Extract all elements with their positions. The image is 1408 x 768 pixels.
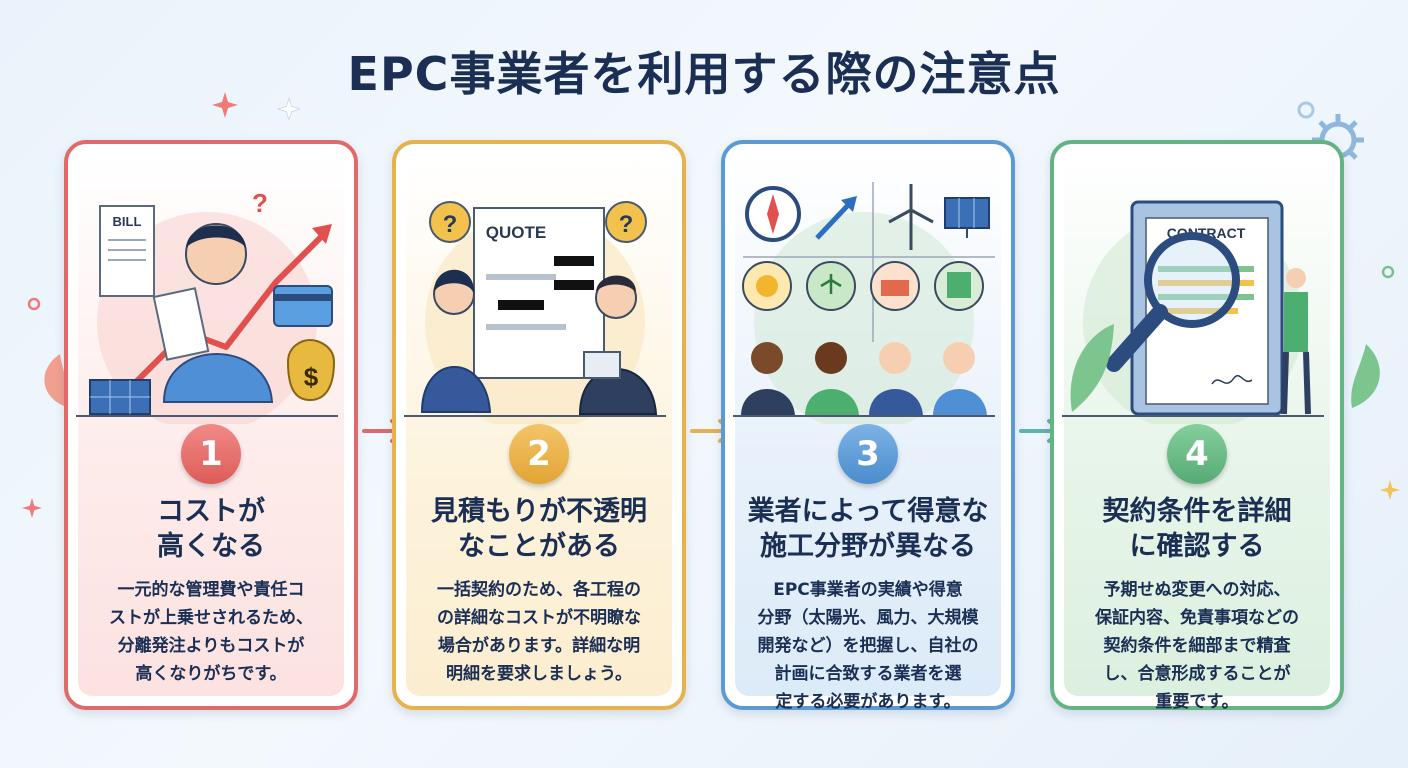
step-badge: 4 xyxy=(1167,424,1227,484)
sparkle-icon xyxy=(1380,480,1400,500)
sparkle-icon xyxy=(278,98,300,120)
card-heading: 見積もりが不透明 なことがある xyxy=(431,496,647,562)
step-badge: 2 xyxy=(509,424,569,484)
circle-icon xyxy=(1381,265,1395,279)
contract-illustration: CONTRACT xyxy=(1062,200,1324,424)
card-2: QUOTE ? ? 2 見積もりが不透明 なことがある 一括契約のため、各工程の… xyxy=(392,140,686,710)
leaf-icon xyxy=(1351,344,1380,408)
page-title: EPC事業者を利用する際の注意点 xyxy=(347,47,1061,101)
card-4: CONTRACT 4 契約条件を詳細 に確認する 予期せぬ変更への対応、 保証内… xyxy=(1050,140,1344,712)
quote-label: QUOTE xyxy=(486,223,546,242)
card-heading: コストが 高くなる xyxy=(157,496,265,562)
card-body: 予期せぬ変更への対応、 保証内容、免責事項などの 契約条件を細部まで精査 し、合… xyxy=(1095,580,1299,712)
circle-icon xyxy=(27,297,41,311)
specialty-illustration xyxy=(733,182,995,424)
step-badge: 3 xyxy=(838,424,898,484)
step-badge: 1 xyxy=(181,424,241,484)
card-3: 3 業者によって得意な 施工分野が異なる EPC事業者の実績や得意 分野（太陽光… xyxy=(721,140,1015,712)
bill-label: BILL xyxy=(113,214,142,229)
card-heading: 業者によって得意な 施工分野が異なる xyxy=(747,496,989,562)
sparkle-icon xyxy=(212,92,238,118)
question-mark-icon: ? xyxy=(443,211,458,238)
card-1: BILL ? $ 1 コストが 高くなる 一元的な管理費や責任コ ストが上乗せさ… xyxy=(64,140,358,710)
question-mark-icon: ? xyxy=(619,211,634,238)
question-mark-icon: ? xyxy=(252,188,268,218)
sparkle-icon xyxy=(22,498,42,518)
dollar-symbol: $ xyxy=(304,362,319,392)
cost-illustration: BILL ? $ xyxy=(76,188,338,424)
card-body: 一括契約のため、各工程の の詳細なコストが不明瞭な 場合があります。詳細な明 明… xyxy=(437,580,641,684)
card-heading: 契約条件を詳細 に確認する xyxy=(1102,496,1292,562)
quote-illustration: QUOTE ? ? xyxy=(404,201,666,424)
card-body: 一元的な管理費や責任コ ストが上乗せされるため、 分離発注よりもコストが 高くな… xyxy=(109,580,313,684)
card-body: EPC事業者の実績や得意 分野（太陽光、風力、大規模 開発など）を把握し、自社の… xyxy=(757,580,979,712)
